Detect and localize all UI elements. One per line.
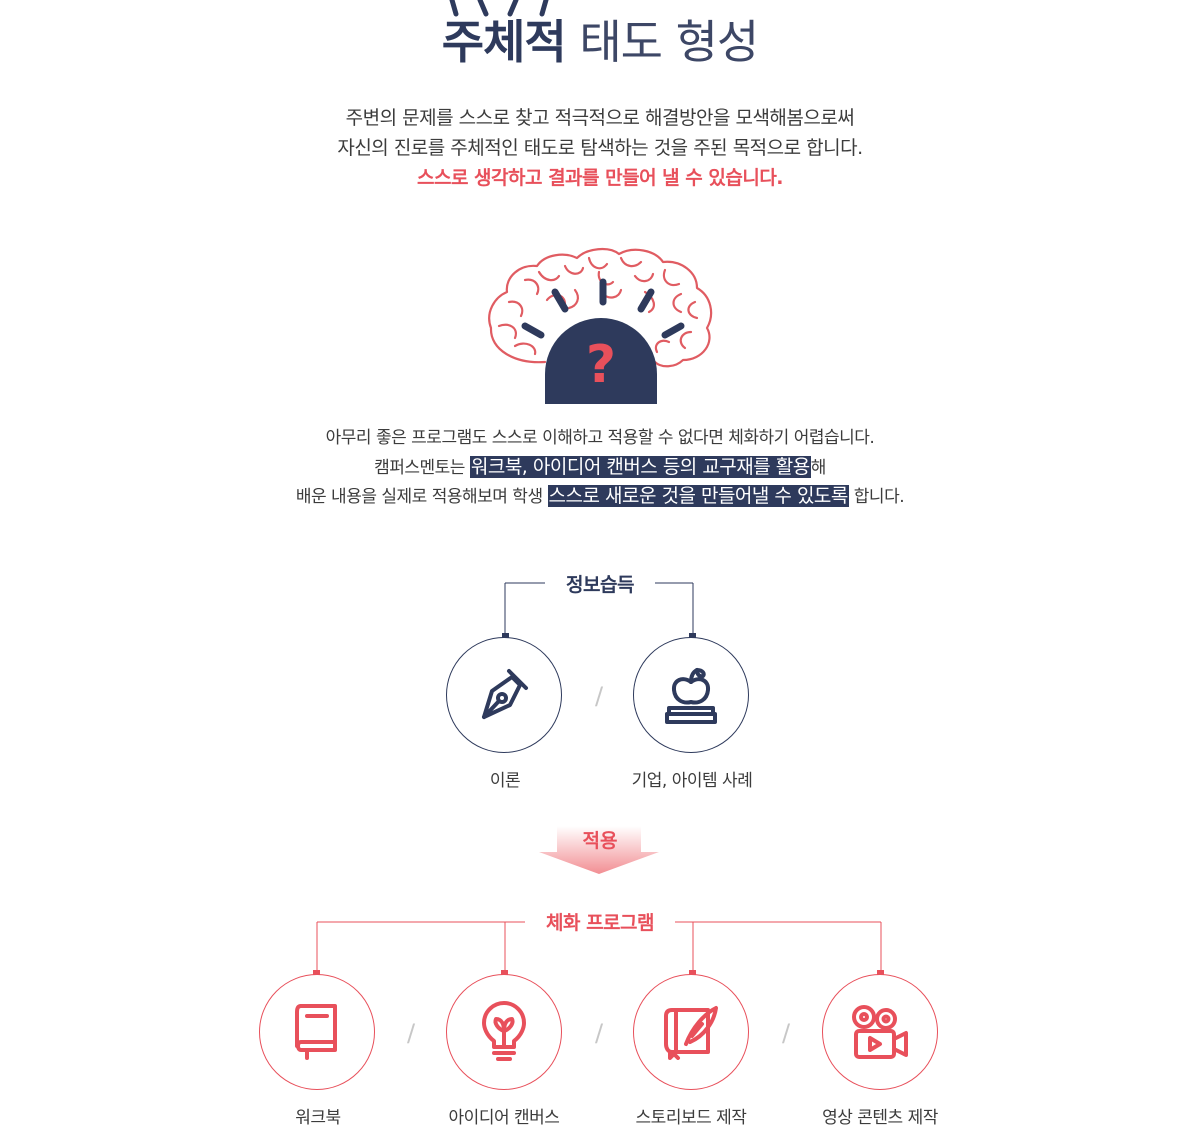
workbook-label: 워크북 <box>295 1108 341 1128</box>
case-label: 기업, 아이템 사례 <box>631 771 753 791</box>
book-icon <box>295 1004 337 1060</box>
description-line-3: 배운 내용을 실제로 적용해보며 학생 스스로 새로운 것을 만들어낼 수 있도… <box>0 482 1200 512</box>
idea-canvas-label: 아이디어 캔버스 <box>448 1108 560 1128</box>
description-line-2: 캠퍼스멘토는 워크북, 아이디어 캔버스 등의 교구재를 활용해 <box>0 453 1200 483</box>
info-group-connector <box>502 582 696 640</box>
quill-book-icon <box>664 1006 718 1060</box>
description-highlight-1: 워크북, 아이디어 캔버스 등의 교구재를 활용 <box>469 456 811 478</box>
program-group-connector <box>313 921 884 977</box>
pen-nib-icon <box>482 669 528 719</box>
info-group-title: 정보습득 <box>545 573 655 597</box>
apply-label: 적용 <box>582 830 618 852</box>
video-content-label: 영상 콘텐츠 제작 <box>822 1108 938 1128</box>
description-line-3-post: 합니다. <box>848 487 905 507</box>
storyboard-label: 스토리보드 제작 <box>635 1108 747 1128</box>
video-camera-icon <box>852 1005 908 1059</box>
lightbulb-icon <box>482 1001 526 1061</box>
page-title: 주체적 태도 형성 <box>0 12 1200 72</box>
theory-circle <box>446 637 562 753</box>
description-line-3-pre: 배운 내용을 실제로 적용해보며 학생 <box>295 487 548 507</box>
top-decoration-icon <box>449 0 549 17</box>
storyboard-circle <box>633 974 749 1090</box>
case-circle <box>633 637 749 753</box>
program-group-title: 체화 프로그램 <box>525 911 675 935</box>
program-separator-1: / <box>406 1019 416 1047</box>
workbook-circle <box>259 974 375 1090</box>
program-separator-3: / <box>781 1019 791 1047</box>
video-content-circle <box>822 974 938 1090</box>
intro-line-2: 자신의 진로를 주체적인 태도로 탐색하는 것을 주된 목적으로 합니다. <box>337 137 863 159</box>
intro-highlight: 스스로 생각하고 결과를 만들어 낼 수 있습니다. <box>416 167 784 189</box>
brain-question-icon: ? <box>488 248 713 404</box>
description-line-2-post: 해 <box>810 458 827 478</box>
program-separator-2: / <box>594 1019 604 1047</box>
title-bold: 주체적 <box>441 15 567 69</box>
description-line-2-pre: 캠퍼스멘토는 <box>374 458 470 478</box>
description-highlight-2: 스스로 새로운 것을 만들어낼 수 있도록 <box>547 485 849 507</box>
info-separator: / <box>594 682 604 710</box>
theory-label: 이론 <box>489 771 521 791</box>
idea-canvas-circle <box>446 974 562 1090</box>
intro-line-1: 주변의 문제를 스스로 찾고 적극적으로 해결방안을 모색해봄으로써 <box>345 107 855 129</box>
brain-question-mark: ? <box>586 335 616 395</box>
description-line-1: 아무리 좋은 프로그램도 스스로 이해하고 적용할 수 없다면 체화하기 어렵습… <box>325 428 875 448</box>
title-light: 태도 형성 <box>579 15 759 69</box>
apple-books-icon <box>665 668 717 724</box>
apply-arrow-icon <box>539 826 659 874</box>
